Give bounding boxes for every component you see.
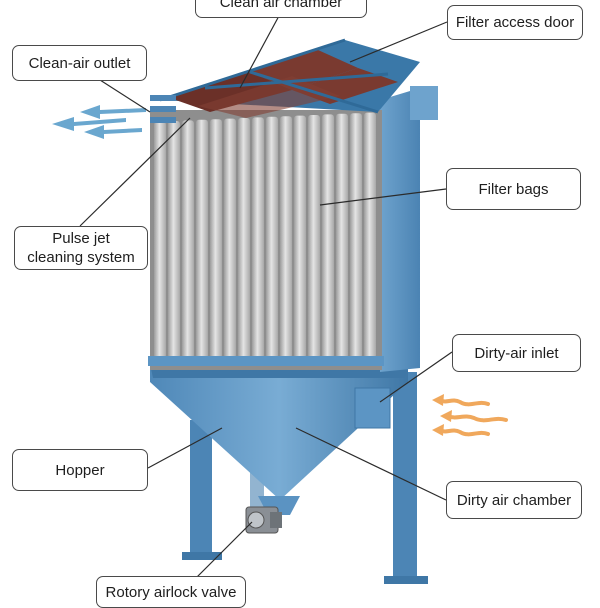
callout-dirty-air-inlet: Dirty-air inlet (452, 334, 581, 372)
filter-bag (322, 114, 334, 359)
callout-dirty-air-chamber: Dirty air chamber (446, 481, 582, 519)
rotary-valve (245, 506, 282, 534)
filter-bag (224, 118, 236, 358)
clean-air-arrows (52, 105, 146, 139)
filter-bag (238, 118, 250, 358)
filter-bag (336, 113, 348, 358)
filter-bag (294, 115, 306, 358)
leader-clean-air-chamber (239, 13, 281, 89)
callout-rotary-airlock-valve: Rotory airlock valve (96, 576, 246, 608)
leader-rotary-valve (195, 521, 253, 579)
filter-bag (168, 121, 180, 358)
callout-clean-air-outlet: Clean-air outlet (12, 45, 147, 81)
filter-bag (252, 117, 264, 359)
leader-clean-air-outlet (99, 79, 151, 113)
roof (159, 38, 420, 118)
filter-bag (154, 121, 166, 358)
housing-lip (148, 356, 384, 366)
callout-clean-air-chamber: Clean air chamber (195, 0, 367, 18)
filter-bags (154, 112, 376, 359)
leader-dirty-air-chamber (295, 427, 447, 501)
leader-lines (79, 13, 453, 579)
callout-hopper: Hopper (12, 449, 148, 491)
hopper-body (150, 364, 408, 515)
filter-bag (210, 119, 222, 358)
dirty-air-arrows (432, 394, 508, 437)
filter-bag (182, 120, 194, 359)
filter-bag (280, 116, 292, 358)
filter-bag (364, 112, 376, 358)
leader-filter-access-door (349, 21, 448, 63)
callout-filter-access-door: Filter access door (447, 5, 583, 40)
filter-bag (308, 115, 320, 358)
leader-filter-bags (319, 188, 447, 206)
leader-dirty-air-inlet (379, 351, 453, 403)
leader-hopper (147, 427, 223, 469)
filter-bag (196, 119, 208, 358)
filter-bag (350, 113, 362, 358)
filter-bag (266, 116, 278, 358)
callout-filter-bags: Filter bags (446, 168, 581, 210)
leader-pulse-jet (79, 117, 191, 227)
housing-side (380, 88, 420, 372)
callout-pulse-jet-cleaning-system: Pulse jet cleaning system (14, 226, 148, 270)
side-plenum (410, 86, 438, 120)
outlet-pipes (150, 95, 176, 123)
